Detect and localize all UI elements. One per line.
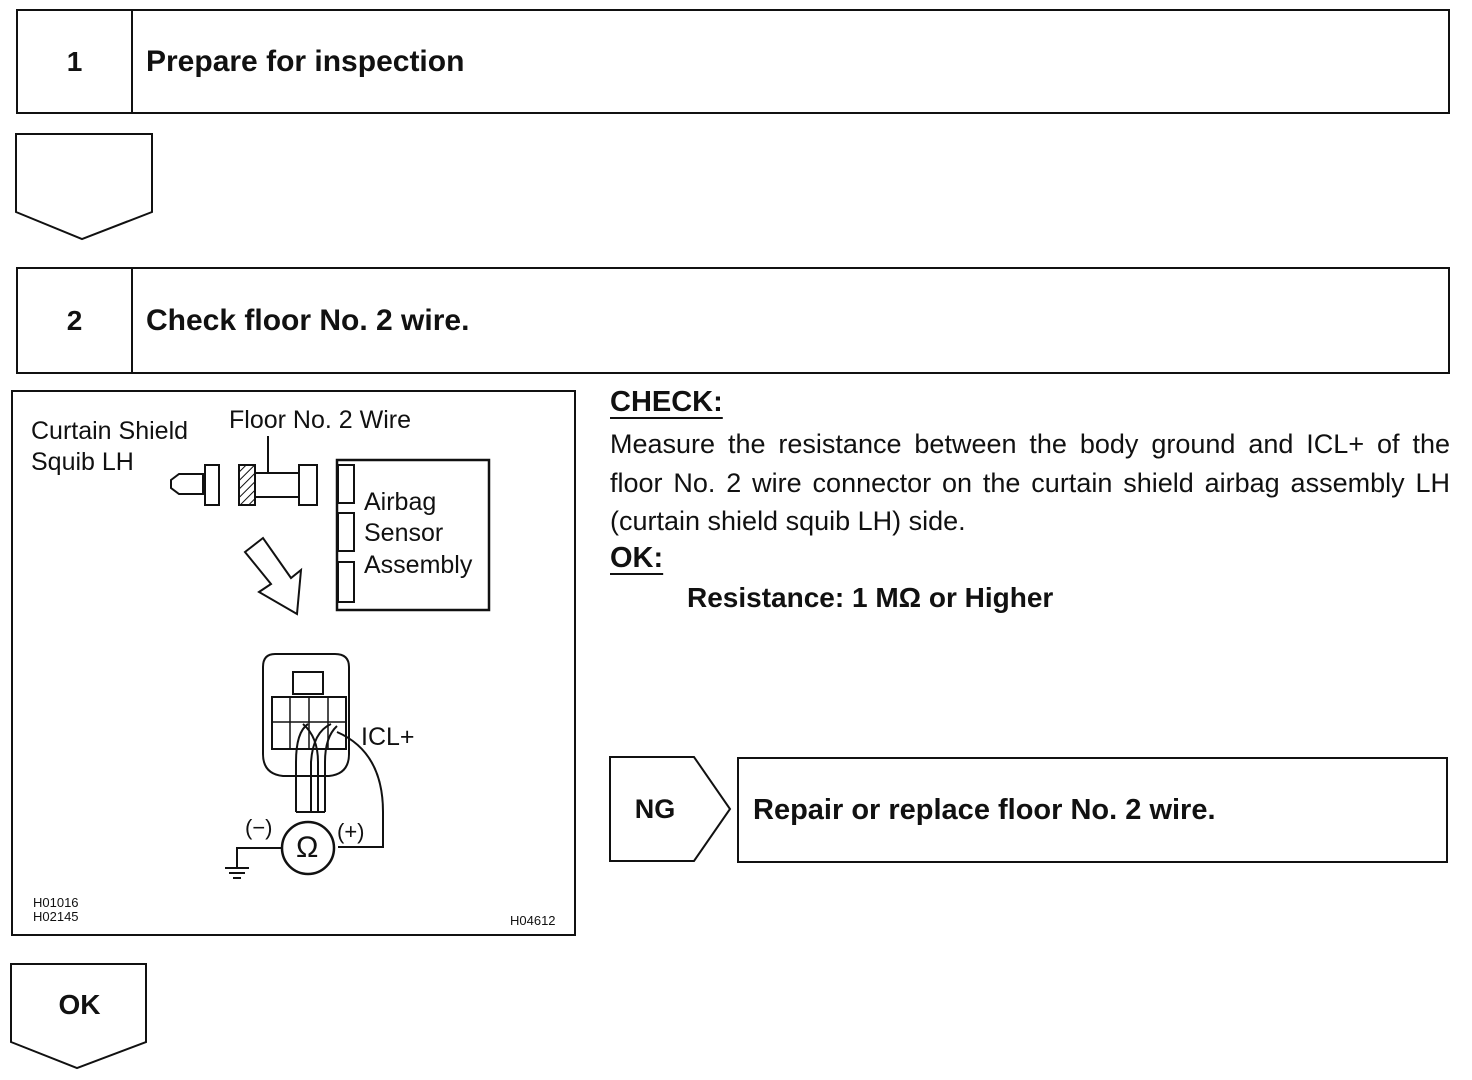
flow-down-arrow-icon	[15, 133, 153, 241]
ng-action-box: Repair or replace floor No. 2 wire.	[737, 757, 1448, 863]
ng-arrow-icon	[609, 756, 732, 862]
step-1-title: Prepare for inspection	[146, 44, 465, 78]
sensor-label-line1: Airbag	[364, 488, 437, 516]
figure-code-3: H04612	[510, 913, 556, 928]
figure-code-2: H02145	[33, 909, 79, 924]
ground-symbol-icon	[225, 867, 249, 879]
check-body: Measure the resistance between the body …	[610, 429, 1450, 536]
step-1-number: 1	[18, 11, 133, 112]
connector-terminal-icon	[262, 653, 350, 813]
curtain-shield-squib-connector-icon	[170, 464, 220, 506]
floor-wire-label: Floor No. 2 Wire	[229, 406, 411, 434]
ok-down-arrow-icon	[10, 963, 147, 1070]
step-2-box: 2 Check floor No. 2 wire.	[16, 267, 1450, 374]
inspection-diagram: Curtain Shield Squib LH Floor No. 2 Wire…	[11, 390, 576, 936]
figure-code-1: H01016	[33, 895, 79, 910]
direction-arrow-icon	[243, 536, 303, 616]
ng-label: NG	[634, 793, 676, 824]
sensor-label-line2: Sensor	[364, 519, 444, 547]
floor-wire-connector-icon	[238, 436, 318, 506]
ng-action-text: Repair or replace floor No. 2 wire.	[753, 793, 1216, 826]
curtain-shield-label-line2: Squib LH	[31, 448, 134, 476]
ohm-symbol: Ω	[296, 831, 319, 864]
sensor-label-line3: Assembly	[364, 551, 473, 579]
diagram-drawing	[170, 436, 491, 879]
airbag-sensor-assembly-icon	[335, 458, 491, 612]
check-heading: CHECK:	[610, 386, 723, 418]
curtain-shield-label-line1: Curtain Shield	[31, 417, 189, 445]
ok-label: OK	[58, 989, 101, 1020]
minus-label: (−)	[245, 815, 273, 840]
step-2-title: Check floor No. 2 wire.	[146, 303, 470, 337]
icl-plus-label: ICL+	[361, 723, 415, 751]
ok-spec-value: Resistance: 1 MΩ or Higher	[687, 582, 1054, 613]
ok-spec-heading: OK:	[610, 542, 664, 574]
step-2-number: 2	[18, 269, 133, 372]
plus-label: (+)	[337, 819, 365, 844]
step-1-box: 1 Prepare for inspection	[16, 9, 1450, 114]
